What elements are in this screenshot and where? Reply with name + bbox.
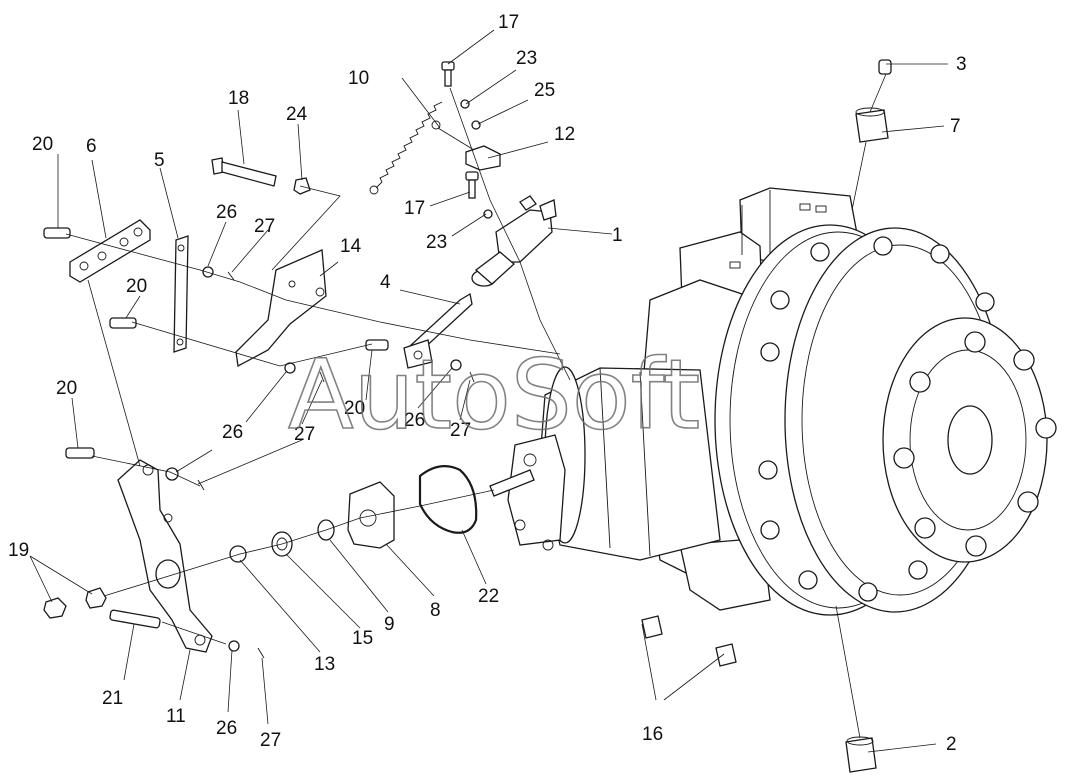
callout-18: 18 xyxy=(228,88,249,109)
callout-6: 6 xyxy=(86,136,97,157)
plate-14 xyxy=(235,249,327,368)
washer-23-lower xyxy=(483,209,493,219)
watermark: AutoSoft xyxy=(288,339,700,451)
lever-5 xyxy=(173,235,189,353)
cotter-pin-27-c xyxy=(469,371,475,383)
tension-spring-10 xyxy=(369,101,443,195)
callout-26-a: 26 xyxy=(216,202,237,223)
callout-20-c: 20 xyxy=(56,378,77,399)
nut-24 xyxy=(293,177,311,195)
washer-26-b xyxy=(284,362,296,374)
callout-26-c: 26 xyxy=(404,410,425,431)
callout-numbers: 1 2 3 4 5 6 7 8 9 10 11 12 13 14 15 16 1… xyxy=(8,12,967,755)
callout-4: 4 xyxy=(380,272,391,293)
final-drive-housing xyxy=(507,187,1048,616)
callout-27-b: 27 xyxy=(294,424,315,445)
callout-23-lower: 23 xyxy=(426,232,447,253)
pin-20-b xyxy=(109,317,137,329)
callout-22: 22 xyxy=(478,586,499,607)
cover-plate-8 xyxy=(347,481,395,549)
cotter-pin-27-a xyxy=(227,271,235,281)
callout-17-lower: 17 xyxy=(404,198,425,219)
callout-24: 24 xyxy=(286,104,308,125)
brake-lever-11 xyxy=(117,459,213,653)
cotter-pin-27-d xyxy=(197,479,205,491)
callout-11: 11 xyxy=(166,706,186,727)
callout-14: 14 xyxy=(340,236,362,257)
callout-9: 9 xyxy=(384,614,395,635)
callout-3: 3 xyxy=(956,54,967,75)
breather-plug-3 xyxy=(878,59,892,75)
cotter-pin-27-b xyxy=(319,371,325,383)
callout-7: 7 xyxy=(950,116,961,137)
washer-13 xyxy=(229,545,247,563)
flange-bolts xyxy=(758,236,995,602)
valve-assembly-1 xyxy=(471,195,557,287)
pin-21 xyxy=(109,609,161,629)
bracket-12 xyxy=(465,145,501,171)
callout-13: 13 xyxy=(314,654,335,675)
callout-20-a: 20 xyxy=(32,134,53,155)
callout-17-upper: 17 xyxy=(498,12,519,33)
bolt-18 xyxy=(211,157,277,187)
washer-26-d xyxy=(165,467,179,481)
pin-17-upper xyxy=(441,61,455,87)
gasket-22 xyxy=(418,465,478,534)
callout-26-d: 26 xyxy=(216,718,237,739)
callout-19: 19 xyxy=(8,540,29,561)
callout-15: 15 xyxy=(352,628,373,649)
rod-4 xyxy=(403,292,473,369)
callout-5: 5 xyxy=(154,150,165,171)
callout-21: 21 xyxy=(102,688,123,709)
wheel-studs xyxy=(893,331,1057,557)
shaft-end xyxy=(489,469,535,497)
callout-27-d: 27 xyxy=(260,730,281,751)
callout-27-a: 27 xyxy=(254,216,275,237)
callout-27-c: 27 xyxy=(450,420,471,441)
pin-17-lower xyxy=(465,171,479,199)
pin-20-d xyxy=(65,447,95,459)
washer-26-e xyxy=(228,640,240,652)
callout-10: 10 xyxy=(348,68,369,89)
callout-leaders xyxy=(29,29,948,753)
drain-plugs-16 xyxy=(641,615,737,667)
washer-23-upper xyxy=(460,99,470,109)
callout-2: 2 xyxy=(946,734,957,755)
callout-20-b: 20 xyxy=(126,276,147,297)
callout-25: 25 xyxy=(534,80,555,101)
callout-12: 12 xyxy=(554,124,575,145)
callout-8: 8 xyxy=(430,600,441,621)
breather-cap-7 xyxy=(855,107,889,143)
pin-20-a xyxy=(43,227,71,239)
nuts-19 xyxy=(43,587,107,619)
assembly-axes xyxy=(65,73,887,739)
washer-25 xyxy=(471,120,481,130)
callout-1: 1 xyxy=(612,225,623,246)
washer-26-c xyxy=(450,359,462,371)
callout-20-d: 20 xyxy=(344,398,365,419)
callout-23-upper: 23 xyxy=(516,48,537,69)
pin-20-c xyxy=(365,339,389,351)
callout-16: 16 xyxy=(642,724,663,745)
drain-plug-2 xyxy=(845,736,877,773)
link-plate-6 xyxy=(69,219,151,283)
callout-26-b: 26 xyxy=(222,422,243,443)
cotter-pin-27-e xyxy=(257,647,265,659)
